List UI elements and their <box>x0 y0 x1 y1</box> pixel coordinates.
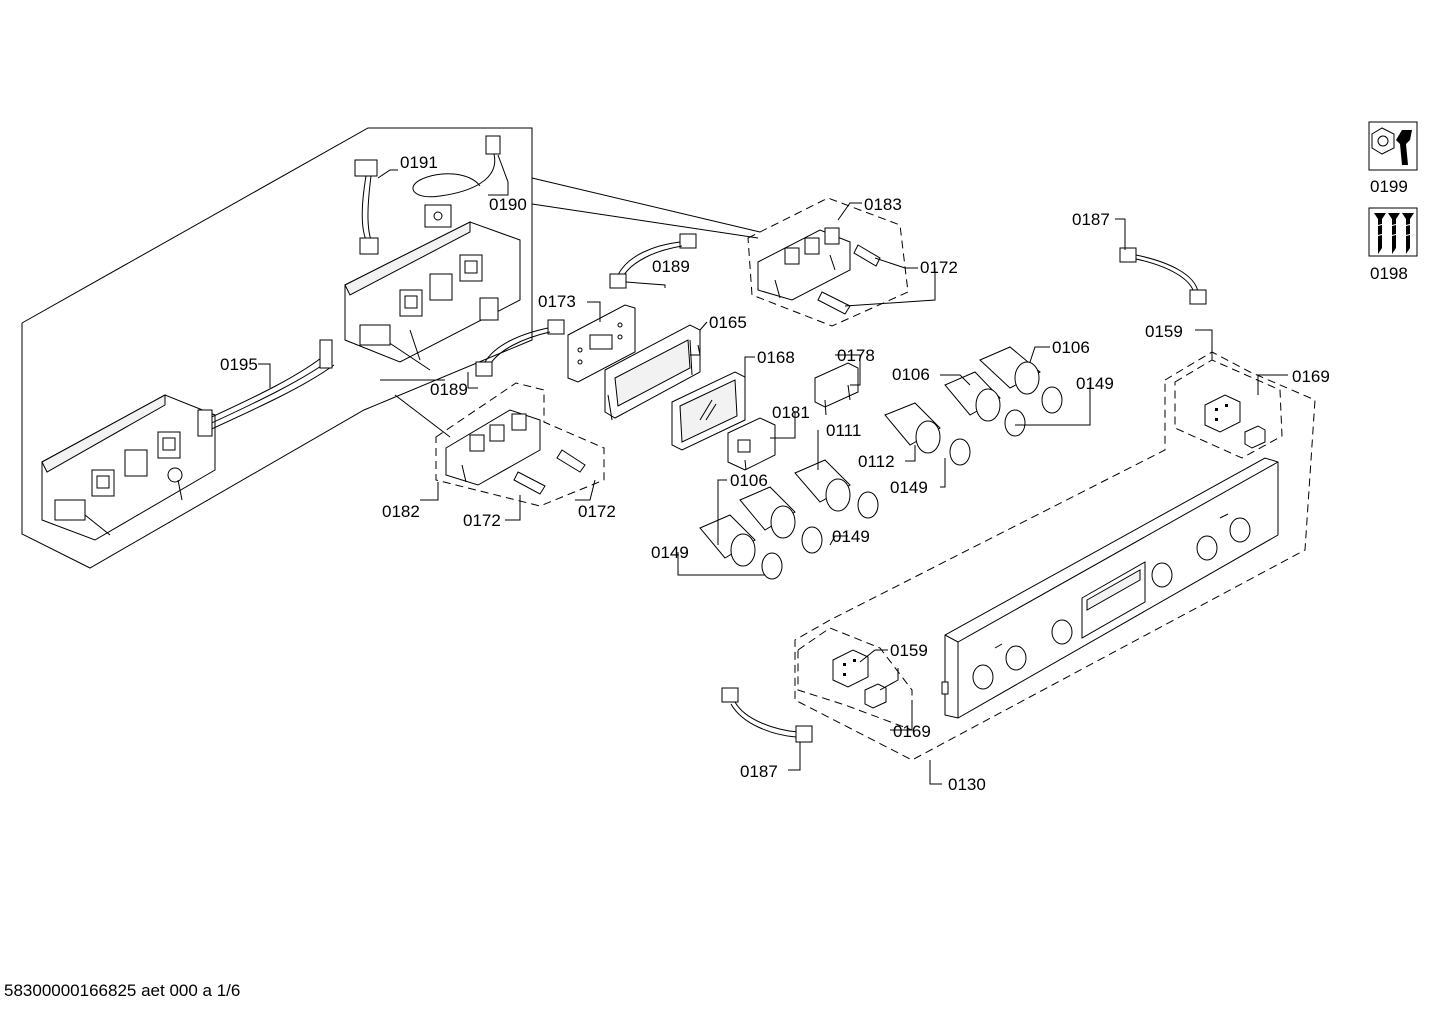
label-0183: 0183 <box>864 195 902 214</box>
document-code: 58300000166825 aet 000 a 1/6 <box>4 981 241 1000</box>
label-0111: 0111 <box>826 421 861 440</box>
label-0199: 0199 <box>1370 177 1408 196</box>
knob-assembly-0106-bottom <box>699 514 783 580</box>
label-0178: 0178 <box>837 346 875 365</box>
mounting-frame-0165 <box>604 324 701 421</box>
label-0172-lower-right: 0172 <box>578 502 616 521</box>
label-0187-lower: 0187 <box>740 762 778 781</box>
bracket-0159-upper <box>1204 394 1241 433</box>
display-board-0173 <box>567 304 636 383</box>
leader-lines <box>258 154 1288 785</box>
label-0168: 0168 <box>757 348 795 367</box>
label-0187-upper: 0187 <box>1072 210 1110 229</box>
cable-harness-0191 <box>354 159 379 255</box>
label-0189-lower: 0189 <box>430 380 468 399</box>
cable-0189-lower <box>475 319 565 377</box>
label-0189-upper: 0189 <box>652 257 690 276</box>
cable-0187-lower <box>721 687 813 743</box>
label-0198: 0198 <box>1370 264 1408 283</box>
part-labels: 0191 0190 0195 0183 0172 0189 0173 0165 … <box>220 153 1330 794</box>
bracket-0159-lower <box>832 649 869 688</box>
control-unit-group-0182 <box>435 382 605 507</box>
clip-0169-upper <box>1244 425 1266 449</box>
label-0182: 0182 <box>382 502 420 521</box>
label-0149-mid: 0149 <box>890 478 928 497</box>
label-0169-upper: 0169 <box>1292 367 1330 386</box>
screws-icon <box>1368 207 1418 257</box>
cable-harness-0190 <box>412 135 501 228</box>
label-0106-mid: 0106 <box>892 365 930 384</box>
wiring-assembly-frame <box>21 127 761 569</box>
upper-control-module <box>344 221 521 371</box>
control-unit-group-0183 <box>747 197 909 327</box>
ribbon-cable-0195 <box>197 339 335 437</box>
switch-0178 <box>814 362 859 416</box>
knob-assembly-0111 <box>794 459 879 519</box>
label-0165: 0165 <box>709 313 747 332</box>
knob-assembly-0112 <box>884 402 971 466</box>
display-window-0168 <box>671 371 746 451</box>
cable-0189-upper <box>609 233 697 289</box>
label-0195: 0195 <box>220 355 258 374</box>
label-0172-lower-left: 0172 <box>463 511 501 530</box>
label-0191: 0191 <box>400 153 438 172</box>
knob-assembly-0106-lower <box>739 486 823 554</box>
cable-0187-upper <box>1119 247 1207 305</box>
wrench-nut-icon <box>1368 121 1418 171</box>
clip-0169-lower <box>864 683 887 709</box>
label-0130: 0130 <box>948 775 986 794</box>
control-panel-fascia-0130 <box>941 457 1279 719</box>
label-0172-upper: 0172 <box>920 258 958 277</box>
label-0169-lower: 0169 <box>893 722 931 741</box>
label-0181: 0181 <box>772 403 810 422</box>
label-0112: 0112 <box>858 452 895 471</box>
knob-assembly-0106-top <box>979 346 1063 414</box>
label-0173: 0173 <box>538 292 576 311</box>
label-0106-top: 0106 <box>1052 338 1090 357</box>
label-0159-upper: 0159 <box>1145 322 1183 341</box>
label-0149-lower: 0149 <box>832 527 870 546</box>
label-0149-top: 0149 <box>1076 374 1114 393</box>
label-0159-lower: 0159 <box>890 641 928 660</box>
label-0106-lower: 0106 <box>730 471 768 490</box>
label-0149-bottom: 0149 <box>651 543 689 562</box>
lower-control-module <box>41 394 216 541</box>
knob-assembly-0106-mid <box>944 371 1026 437</box>
label-0190: 0190 <box>489 195 527 214</box>
switch-0181 <box>727 417 776 471</box>
